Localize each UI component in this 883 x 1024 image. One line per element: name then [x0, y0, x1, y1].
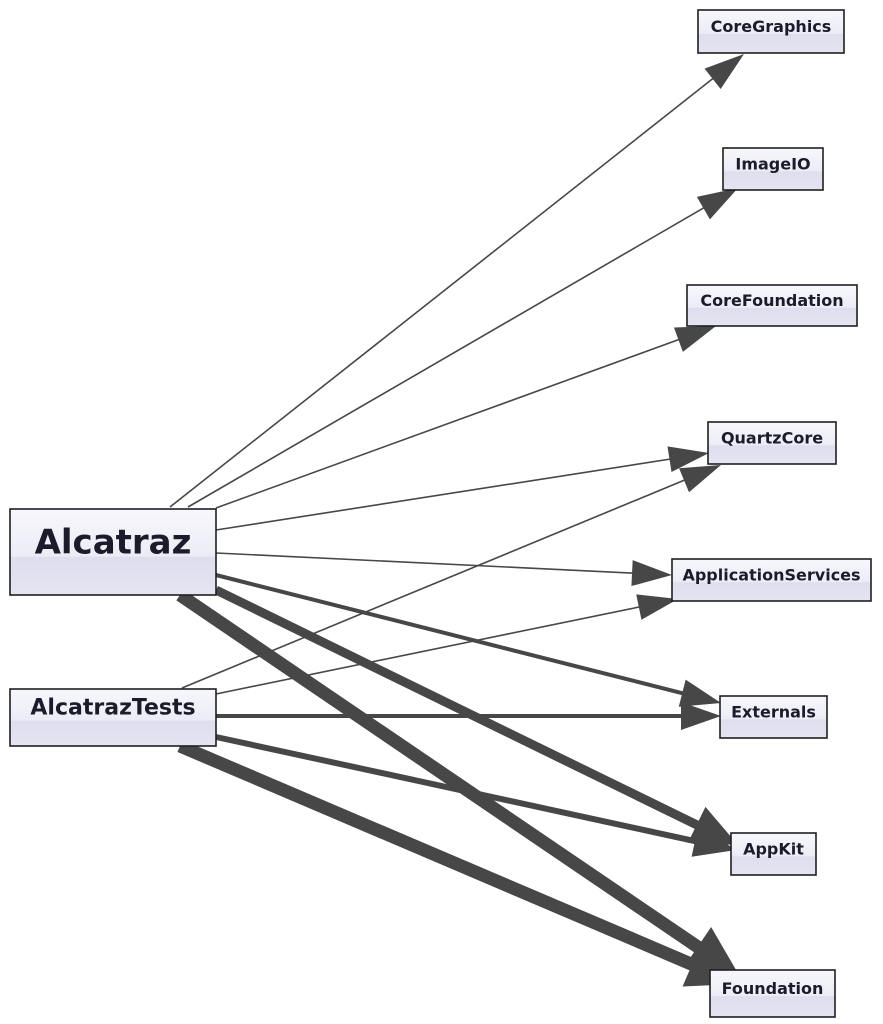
edge-alcatraz-tests-to-appkit [215, 734, 736, 857]
node-label: ApplicationServices [682, 566, 860, 585]
edge-line [215, 605, 641, 695]
node-foundation[interactable]: Foundation [709, 969, 836, 1018]
edge-alcatraz-to-externals [215, 573, 721, 707]
node-image-io[interactable]: ImageIO [722, 147, 824, 191]
edge-line [215, 458, 672, 531]
edge-alcatraz-to-core-foundation [215, 326, 716, 509]
edge-line [215, 338, 681, 509]
node-box[interactable] [9, 688, 217, 747]
node-box[interactable] [719, 695, 828, 739]
node-label: AlcatrazTests [30, 696, 195, 721]
node-box[interactable] [9, 508, 217, 596]
edge-alcatraz-tests-to-application-services [215, 594, 678, 695]
arrowhead-icon [696, 188, 738, 220]
node-application-services[interactable]: ApplicationServices [671, 558, 872, 602]
edge-line [214, 585, 701, 830]
node-appkit[interactable]: AppKit [730, 832, 817, 876]
arrowhead-icon [681, 702, 721, 730]
node-externals[interactable]: Externals [719, 695, 828, 739]
edge-line [187, 206, 706, 508]
edge-alcatraz-to-image-io [187, 188, 738, 508]
edge-line [215, 552, 635, 574]
arrowhead-icon [679, 465, 721, 493]
edge-line [215, 734, 698, 845]
node-label: Foundation [722, 979, 824, 998]
node-label: ImageIO [735, 155, 810, 174]
edge-alcatraz-tests-to-quartz-core [181, 465, 721, 689]
node-box[interactable] [686, 284, 858, 327]
edges-layer [169, 54, 744, 987]
node-box[interactable] [707, 421, 837, 465]
node-core-foundation[interactable]: CoreFoundation [686, 284, 858, 327]
node-label: Alcatraz [35, 523, 192, 563]
edge-alcatraz-to-core-graphics [169, 54, 744, 508]
node-label: Externals [731, 703, 816, 722]
node-box[interactable] [709, 969, 836, 1018]
arrowhead-icon [631, 560, 672, 587]
node-label: CoreFoundation [700, 291, 843, 310]
edge-line [181, 478, 687, 689]
arrowhead-icon [636, 594, 678, 620]
node-core-graphics[interactable]: CoreGraphics [697, 9, 845, 54]
node-alcatraz-tests[interactable]: AlcatrazTests [9, 688, 217, 747]
edge-line [215, 573, 685, 696]
node-label: AppKit [743, 840, 804, 859]
arrowhead-icon [691, 825, 736, 857]
arrowhead-icon [667, 446, 709, 473]
arrowhead-icon [678, 679, 721, 707]
node-box[interactable] [671, 558, 872, 602]
edge-line [169, 76, 715, 508]
edge-alcatraz-to-application-services [215, 552, 672, 587]
node-box[interactable] [730, 832, 817, 876]
node-box[interactable] [722, 147, 824, 191]
edge-alcatraz-tests-to-externals [216, 702, 721, 730]
node-alcatraz[interactable]: Alcatraz [9, 508, 217, 596]
node-quartz-core[interactable]: QuartzCore [707, 421, 837, 465]
edge-line [177, 740, 697, 972]
arrowhead-icon [704, 54, 744, 89]
edge-alcatraz-to-quartz-core [215, 446, 709, 531]
node-label: CoreGraphics [711, 17, 832, 36]
arrowhead-icon [673, 326, 716, 352]
node-label: QuartzCore [721, 429, 823, 448]
node-box[interactable] [697, 9, 845, 54]
